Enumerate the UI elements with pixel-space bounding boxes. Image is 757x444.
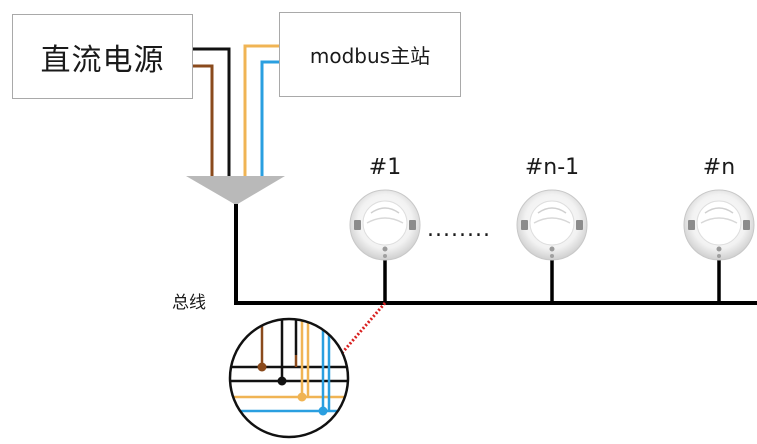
wire-orange-master	[243, 44, 279, 176]
detector-image	[349, 189, 421, 261]
zoom-inset	[228, 317, 350, 439]
dc-power-label: 直流电源	[40, 42, 165, 78]
ellipsis: ........	[427, 217, 491, 242]
merge-funnel	[186, 176, 285, 205]
wire-black-power	[193, 47, 231, 176]
detector-image	[683, 189, 755, 261]
device-label: #1	[368, 155, 402, 180]
power-wires	[193, 47, 231, 176]
wire-brown-power	[193, 64, 214, 176]
bus-label: 总线	[172, 293, 206, 313]
wire-blue-master	[260, 60, 279, 176]
modbus-master-box: modbus主站	[279, 12, 461, 97]
zoom-leader	[334, 302, 387, 361]
device-label: #n	[702, 155, 736, 180]
master-wires	[243, 44, 279, 176]
detector-image	[516, 189, 588, 261]
device-label: #n-1	[524, 155, 580, 180]
dc-power-box: 直流电源	[12, 14, 193, 99]
modbus-master-label: modbus主站	[309, 44, 431, 68]
